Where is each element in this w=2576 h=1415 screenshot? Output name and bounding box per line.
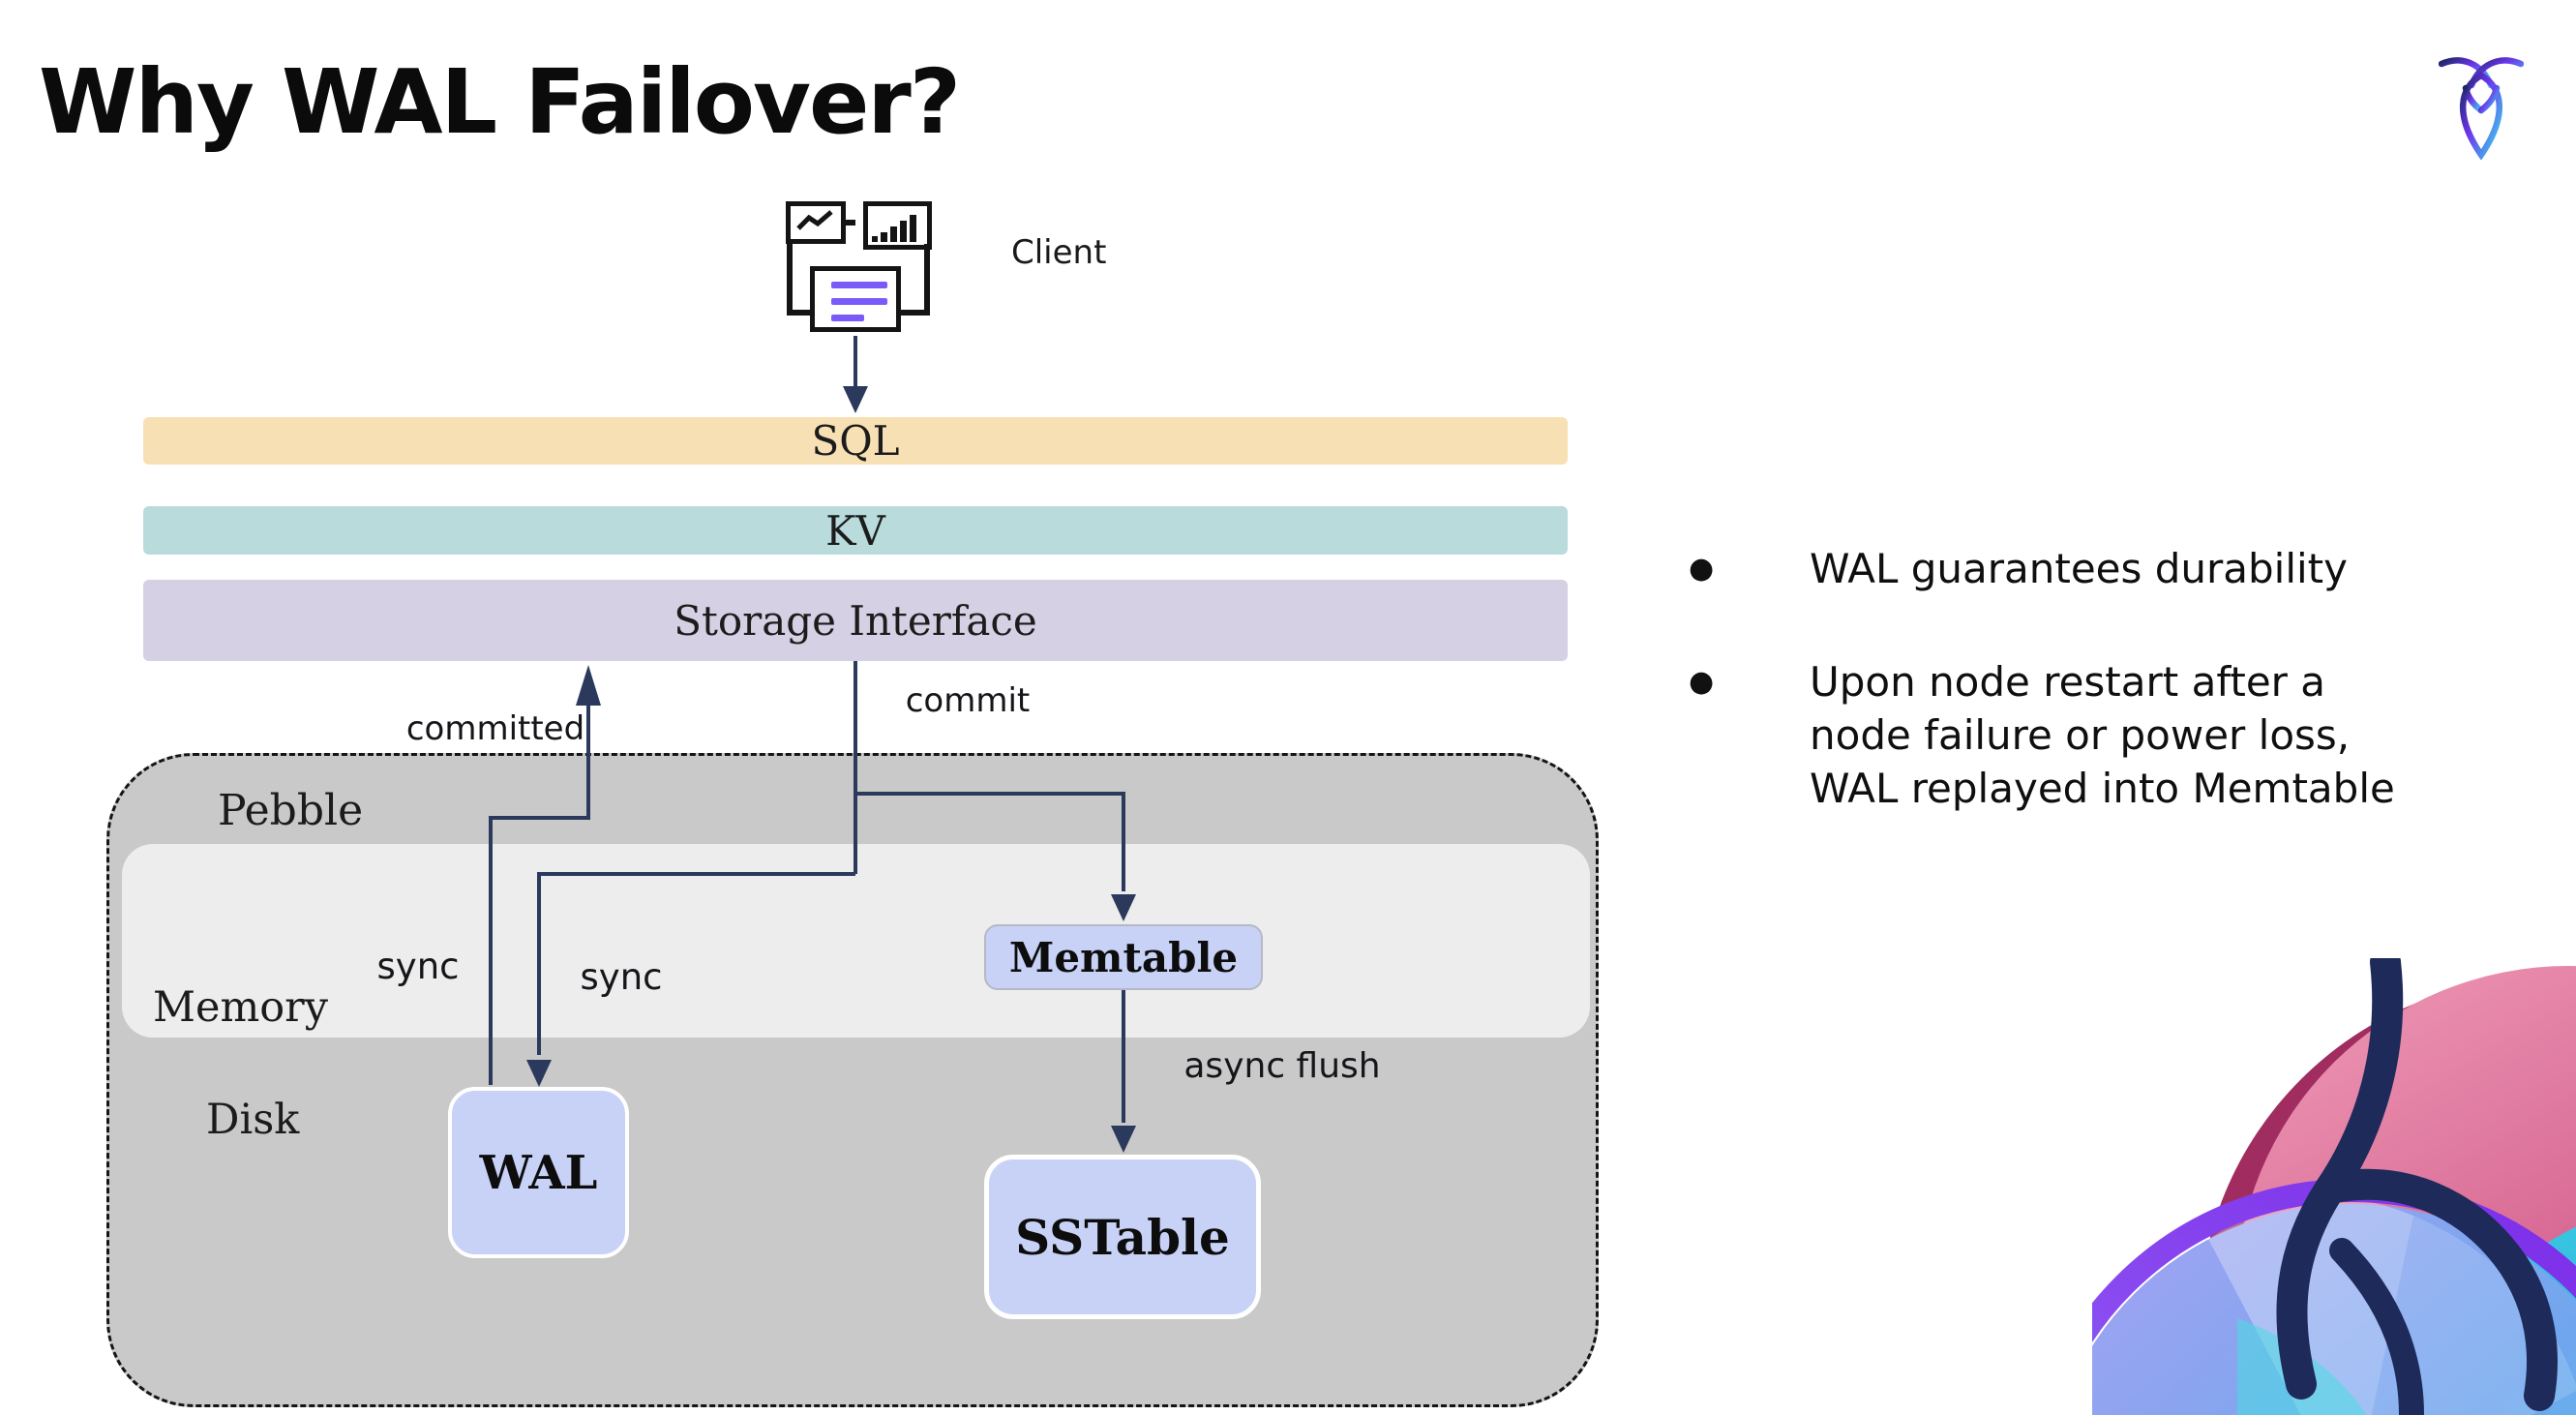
client-bracket-right	[901, 244, 930, 316]
sql-layer-label: SQL	[811, 417, 900, 465]
memtable-box-label: Memtable	[1008, 933, 1239, 981]
sql-layer-bar: SQL	[143, 417, 1568, 465]
disk-label: Disk	[206, 1096, 300, 1144]
sync-left-flow-label: sync	[376, 946, 460, 987]
list-item: ● WAL guarantees durability	[1674, 542, 2506, 595]
wal-box-label: WAL	[479, 1145, 598, 1200]
client-document-icon	[810, 266, 901, 332]
list-item: ● Upon node restart after a node failure…	[1674, 655, 2506, 815]
bullet-list: ● WAL guarantees durability ● Upon node …	[1674, 542, 2506, 875]
kv-layer-bar: KV	[143, 506, 1568, 555]
async-flush-flow-label: async flush	[1183, 1046, 1381, 1086]
kv-layer-label: KV	[825, 506, 885, 555]
bullet-1-line-1: WAL guarantees durability	[1810, 545, 2349, 592]
arrowhead-into-storage	[576, 665, 601, 706]
committed-flow-label: committed	[405, 709, 585, 748]
commit-flow-label: commit	[905, 681, 1031, 720]
storage-interface-layer-bar: Storage Interface	[143, 580, 1568, 661]
memtable-box: Memtable	[984, 924, 1263, 990]
client-barchart-monitor-icon	[863, 201, 932, 250]
pebble-label: Pebble	[218, 786, 364, 835]
bullet-dot: ●	[1689, 552, 1715, 586]
client-icon-dash	[844, 220, 855, 226]
memory-band	[122, 844, 1590, 1038]
brand-art	[2032, 947, 2576, 1415]
storage-interface-label: Storage Interface	[674, 596, 1037, 645]
bullet-2-line-2: node failure or power loss,	[1810, 711, 2351, 759]
client-linechart-monitor-icon	[786, 201, 846, 244]
client-label: Client	[1011, 233, 1107, 272]
arrowhead-into-sql	[843, 386, 868, 413]
bullet-2-line-1: Upon node restart after a	[1810, 658, 2326, 706]
bullet-2-line-3: WAL replayed into Memtable	[1810, 765, 2395, 812]
bullet-dot: ●	[1689, 665, 1715, 699]
client-bracket-left	[787, 244, 816, 316]
page-title: Why WAL Failover?	[39, 50, 961, 154]
sync-right-flow-label: sync	[580, 956, 663, 998]
cockroachdb-logo-icon	[2438, 51, 2525, 161]
memory-label: Memory	[153, 983, 328, 1032]
sstable-box: SSTable	[984, 1155, 1261, 1319]
sstable-box-label: SSTable	[1015, 1208, 1230, 1266]
wal-box: WAL	[448, 1087, 629, 1258]
